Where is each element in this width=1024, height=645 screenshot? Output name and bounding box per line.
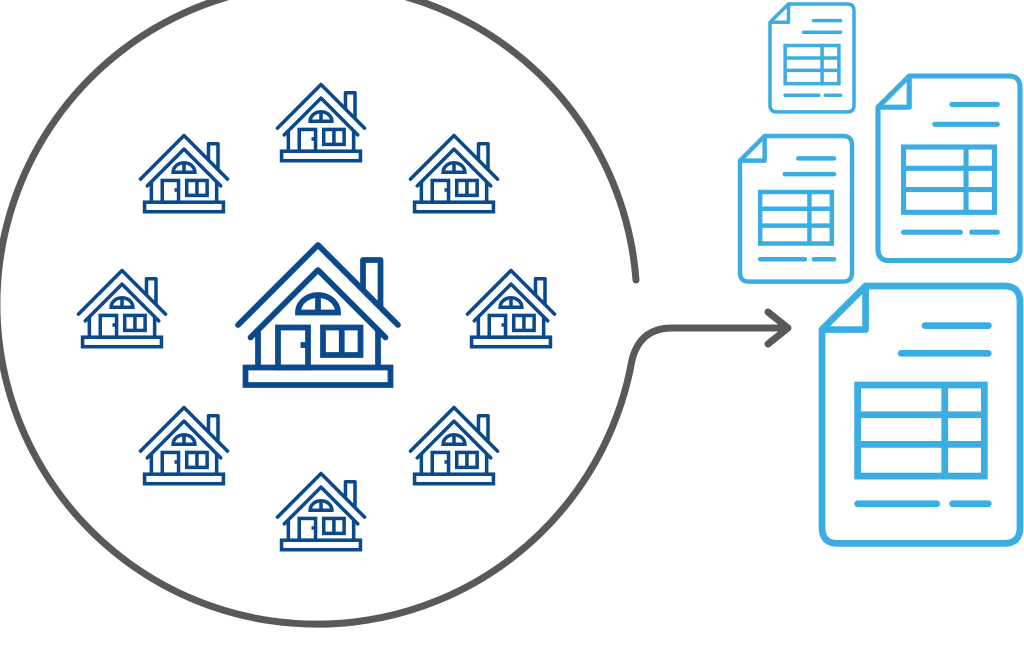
house-icon <box>275 82 367 163</box>
house-icon <box>408 405 500 486</box>
arrow-icon <box>628 308 792 364</box>
house-icon <box>138 405 230 486</box>
document-icon <box>878 76 1020 261</box>
document-icon <box>740 136 852 282</box>
house-icon <box>76 268 168 349</box>
center-house-icon <box>238 245 398 385</box>
house-group <box>76 82 557 552</box>
house-icon <box>275 471 367 552</box>
house-icon <box>408 133 500 214</box>
house-icon <box>465 268 557 349</box>
document-icon <box>768 2 856 114</box>
house-icon <box>138 133 230 214</box>
document-icon <box>822 286 1020 543</box>
circle-arc <box>0 0 640 628</box>
document-group <box>740 2 1020 543</box>
